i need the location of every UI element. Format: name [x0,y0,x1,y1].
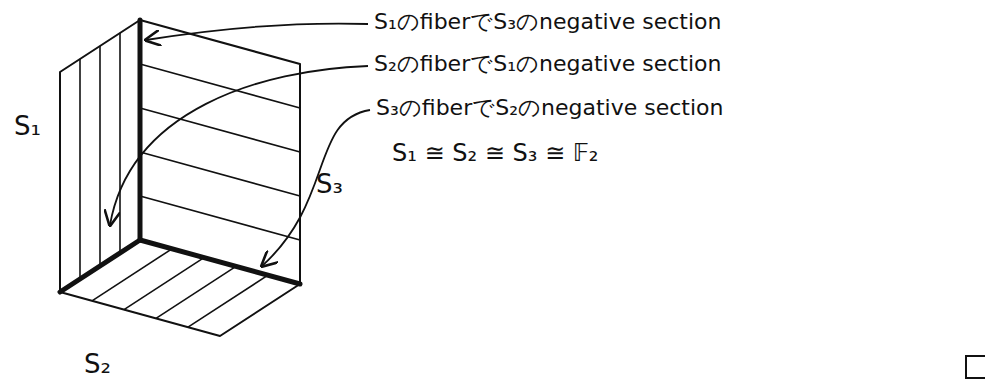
fiber-line [92,249,172,301]
fiber-line [140,108,300,152]
callout-text: S₂のfiberでS₁のnegative section [374,52,721,76]
callout-arrow [146,24,368,40]
callout-arrow [262,110,370,266]
thick-edges [60,20,300,292]
callout-text: S₁のfiberでS₃のnegative section [374,10,721,34]
fiber-line [124,258,204,310]
fiber-line [140,64,300,108]
face-s3 [140,20,300,284]
fiber-line [99,46,101,266]
end-mark [966,356,985,378]
fiber-line [79,59,81,279]
callout-text: S₃のfiberでS₂のnegative section [376,96,723,120]
surface-label: S₁ [14,112,41,141]
isomorphism-text: S₁ ≅ S₂ ≅ S₃ ≅ 𝔽₂ [392,140,598,166]
surface-label: S₃ [316,170,343,199]
face-s1 [60,20,140,292]
callout-arrows [110,24,370,266]
surface-label: S₂ [84,350,111,379]
fiber-line [156,266,236,318]
face-s2 [60,240,300,336]
fiber-line [140,196,300,240]
face-outlines [60,20,300,336]
fiber-lines [80,33,300,327]
fiber-line [140,152,300,196]
fiber-line [188,275,268,327]
fiber-line [119,33,121,253]
